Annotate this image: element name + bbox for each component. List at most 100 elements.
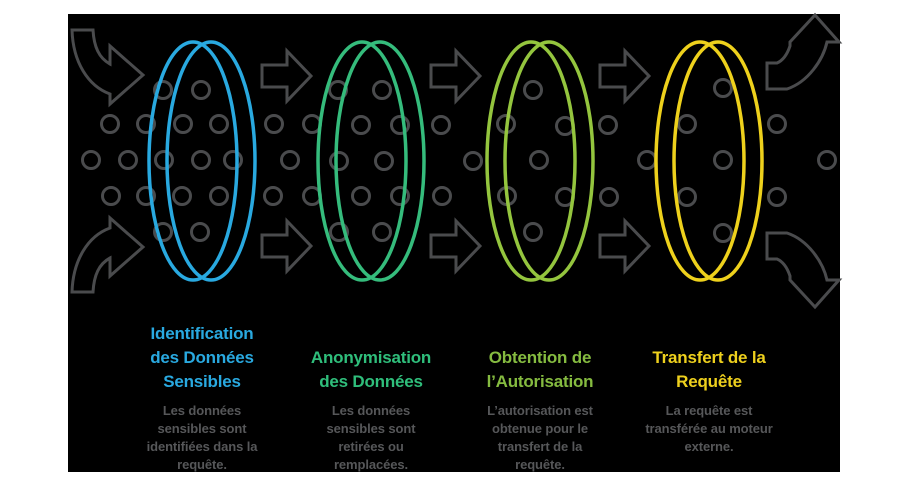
- entry-arrow-bottom-icon: [70, 214, 146, 294]
- data-dot: [713, 150, 733, 170]
- stage-description-autorisation: L’autorisation est obtenue pour le trans…: [462, 402, 618, 474]
- data-dot: [100, 114, 120, 134]
- data-dot: [223, 150, 243, 170]
- stage-description-transfert: La requête est transférée au moteur exte…: [631, 402, 787, 456]
- filter-lens-stage-2: [334, 40, 426, 282]
- flow-arrow-right-icon: [429, 47, 483, 105]
- data-dot: [713, 78, 733, 98]
- filter-lens-stage-1: [165, 40, 257, 282]
- title-line: l’Autorisation: [486, 372, 594, 391]
- description-line: externe.: [684, 439, 734, 454]
- stage-column-anonymisation: Anonymisation des Données Les données se…: [293, 0, 449, 489]
- data-dot: [374, 151, 394, 171]
- entry-arrow-top-icon: [70, 28, 146, 108]
- stage-column-transfert: Transfert de la Requête La requête est t…: [631, 0, 787, 489]
- data-dot: [677, 114, 697, 134]
- data-dot: [136, 114, 156, 134]
- description-line: sensibles sont: [326, 421, 416, 436]
- stage-description-anonymisation: Les données sensibles sont retirées ou r…: [293, 402, 449, 474]
- flow-arrow-right-icon: [598, 217, 652, 275]
- filter-lens-stage-2: [316, 40, 408, 282]
- data-dot: [372, 222, 392, 242]
- description-line: requête.: [515, 457, 565, 472]
- data-dot: [153, 222, 173, 242]
- data-dot: [329, 222, 349, 242]
- stage-title-transfert: Transfert de la Requête: [631, 346, 787, 394]
- data-dot: [172, 186, 192, 206]
- title-line: des Données: [150, 348, 254, 367]
- title-line: des Données: [319, 372, 423, 391]
- stage-title-anonymisation: Anonymisation des Données: [293, 346, 449, 394]
- title-line: Transfert de la: [652, 348, 766, 367]
- exit-arrow-bottom-icon: [765, 231, 843, 310]
- data-dot: [523, 80, 543, 100]
- description-line: Les données: [162, 403, 242, 418]
- data-dot: [390, 115, 410, 135]
- data-dot: [191, 150, 211, 170]
- description-line: retirées ou: [338, 439, 404, 454]
- filter-lens-stage-3: [503, 40, 595, 282]
- data-dot: [136, 186, 156, 206]
- data-dot: [173, 114, 193, 134]
- description-line: La requête est: [665, 403, 753, 418]
- data-dot: [431, 115, 451, 135]
- data-dot: [101, 186, 121, 206]
- data-dot: [817, 150, 837, 170]
- data-dot: [432, 186, 452, 206]
- data-dot: [280, 150, 300, 170]
- title-line: Anonymisation: [310, 348, 432, 367]
- data-dot: [118, 150, 138, 170]
- exit-arrow-top-icon: [765, 12, 843, 91]
- data-dot: [713, 223, 733, 243]
- data-dot: [328, 80, 348, 100]
- data-dot: [351, 115, 371, 135]
- description-line: transfert de la: [497, 439, 583, 454]
- data-dot: [154, 150, 174, 170]
- description-line: requête.: [177, 457, 227, 472]
- data-dot: [263, 186, 283, 206]
- stage-title-autorisation: Obtention de l’Autorisation: [462, 346, 618, 394]
- description-line: L’autorisation est: [487, 403, 593, 418]
- data-dot: [767, 114, 787, 134]
- data-dot: [599, 187, 619, 207]
- data-dot: [529, 150, 549, 170]
- description-line: Les données: [331, 403, 411, 418]
- data-dot: [677, 187, 697, 207]
- description-line: obtenue pour le: [491, 421, 588, 436]
- stage-column-autorisation: Obtention de l’Autorisation L’autorisati…: [462, 0, 618, 489]
- data-dot: [190, 222, 210, 242]
- data-dot: [81, 150, 101, 170]
- filter-lens-stage-1: [147, 40, 239, 282]
- data-dot: [372, 80, 392, 100]
- title-line: Sensibles: [163, 372, 241, 391]
- flow-arrow-right-icon: [260, 47, 314, 105]
- description-line: identifiées dans la: [146, 439, 258, 454]
- stage-column-identification: Identification des Données Sensibles Les…: [124, 0, 280, 489]
- data-dot: [264, 114, 284, 134]
- title-line: Identification: [150, 324, 254, 343]
- data-dot: [329, 151, 349, 171]
- data-dot: [351, 186, 371, 206]
- description-line: sensibles sont: [157, 421, 247, 436]
- title-line: Obtention de: [488, 348, 592, 367]
- description-line: remplacées.: [333, 457, 409, 472]
- title-line: Requête: [676, 372, 742, 391]
- description-line: transférée au moteur: [645, 421, 773, 436]
- stage-description-identification: Les données sensibles sont identifiées d…: [124, 402, 280, 474]
- data-dot: [191, 80, 211, 100]
- flow-arrow-right-icon: [429, 217, 483, 275]
- diagram-panel: [68, 14, 840, 472]
- stage-title-identification: Identification des Données Sensibles: [124, 322, 280, 394]
- data-dot: [209, 114, 229, 134]
- data-dot: [153, 80, 173, 100]
- flow-arrow-right-icon: [598, 47, 652, 105]
- data-dot: [209, 186, 229, 206]
- filter-lens-stage-4: [654, 40, 746, 282]
- flow-arrow-right-icon: [260, 217, 314, 275]
- data-dot: [463, 151, 483, 171]
- data-dot: [598, 115, 618, 135]
- data-dot: [767, 187, 787, 207]
- filter-lens-stage-4: [672, 40, 764, 282]
- data-dot: [523, 222, 543, 242]
